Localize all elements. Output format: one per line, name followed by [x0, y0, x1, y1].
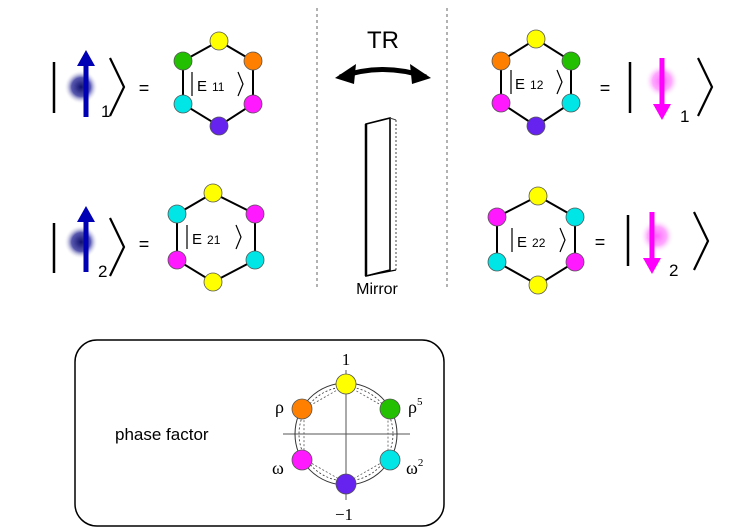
spin-up-arrow-icon — [77, 206, 95, 272]
orbital-magenta — [243, 94, 263, 114]
mirror-plate-icon — [364, 116, 397, 278]
phase-label-bottom: −1 — [335, 505, 353, 524]
phase-label-omega2: ω2 — [406, 457, 423, 478]
phase-dot-yellow — [335, 373, 357, 395]
orbital-yellow — [526, 29, 546, 49]
orbital-magenta — [487, 207, 507, 227]
tr-label: TR — [367, 27, 399, 54]
mirror-label: Mirror — [356, 281, 398, 298]
ket-index: 2 — [98, 262, 107, 281]
spin-down-arrow-icon — [643, 212, 661, 274]
ket-index: 2 — [669, 261, 678, 280]
orbital-magenta — [565, 252, 585, 272]
orbital-green — [561, 51, 581, 71]
orbital-cyan — [245, 250, 265, 270]
orbital-yellow — [528, 275, 548, 295]
phase-label-omega: ω — [272, 458, 284, 478]
orbital-magenta — [167, 250, 187, 270]
orbital-violet — [526, 116, 546, 136]
phase-factor-box: phase factor 1 −1 ρ ρ5 ω ω2 — [74, 339, 445, 527]
orbital-violet — [209, 116, 229, 136]
orbital-yellow — [203, 272, 223, 292]
double-arrow-icon — [335, 64, 431, 84]
orbital-cyan — [173, 94, 193, 114]
equals-sign: = — [139, 78, 150, 98]
phase-dot-green — [379, 398, 401, 420]
equals-sign: = — [139, 234, 150, 254]
orbital-magenta — [491, 93, 511, 113]
orbital-cyan — [167, 204, 187, 224]
ket-spin-up-1: 1 — [52, 50, 126, 121]
phase-dot-cyan — [379, 449, 401, 471]
spin-up-arrow-icon — [77, 50, 95, 117]
phase-label-rho: ρ — [275, 397, 284, 417]
phase-dot-orange — [291, 398, 313, 420]
phase-label-top: 1 — [342, 350, 351, 369]
phase-label-rho5: ρ5 — [408, 396, 423, 417]
spin-down-arrow-icon — [653, 58, 671, 120]
orbital-cyan — [561, 93, 581, 113]
equals-sign: = — [600, 78, 611, 98]
orbital-magenta — [245, 204, 265, 224]
phase-dot-violet — [335, 473, 357, 495]
equals-sign: = — [595, 232, 606, 252]
orbital-yellow — [209, 31, 229, 51]
orbital-yellow — [203, 183, 223, 203]
orbital-yellow — [528, 186, 548, 206]
ket-index: 1 — [101, 102, 110, 121]
orbital-cyan — [487, 252, 507, 272]
phase-dot-magenta — [291, 449, 313, 471]
phase-factor-title: phase factor — [115, 425, 209, 444]
orbital-green — [173, 51, 193, 71]
ket-spin-down-1: 1 — [628, 57, 714, 126]
orbital-cyan — [565, 207, 585, 227]
ket-index: 1 — [680, 107, 689, 126]
ket-spin-up-2: 2 — [52, 206, 126, 281]
ket-spin-down-2: 2 — [626, 211, 710, 280]
orbital-orange — [243, 51, 263, 71]
orbital-orange — [491, 51, 511, 71]
